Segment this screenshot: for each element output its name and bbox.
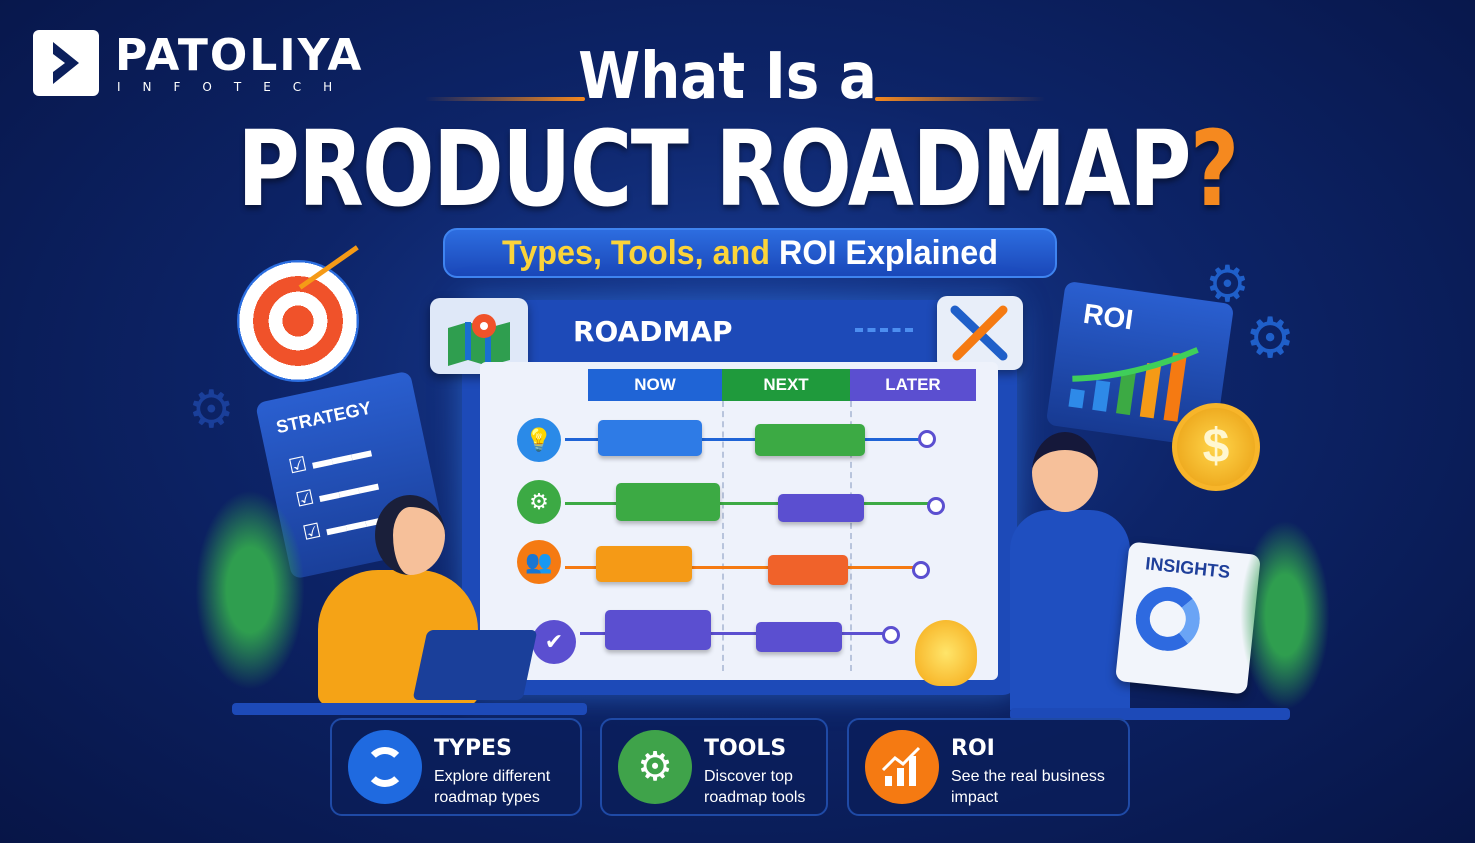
gear-icon: ⚙ [188, 381, 235, 439]
subtitle-highlight: Types, Tools, and [502, 234, 771, 272]
subtitle-text: Types, Tools, and ROI Explained [502, 230, 998, 276]
plant [195, 490, 305, 690]
users-icon: 👥 [517, 540, 561, 584]
card-roi[interactable]: ROI See the real business impact [847, 718, 1130, 816]
card-title: TOOLS [704, 736, 787, 761]
task-bar[interactable] [605, 610, 711, 650]
column-now: NOW [588, 369, 722, 401]
man-figure [1010, 510, 1130, 710]
gear-icon: ⚙ [618, 730, 692, 804]
timeline [565, 566, 915, 569]
milestone [882, 626, 900, 644]
milestone [927, 497, 945, 515]
column-next: NEXT [722, 369, 850, 401]
task-bar[interactable] [598, 420, 702, 456]
cycle-icon [348, 730, 422, 804]
card-types[interactable]: TYPES Explore different roadmap types [330, 718, 582, 816]
bar-chart-icon [1068, 347, 1199, 422]
task-bar[interactable] [778, 494, 864, 522]
question-mark: ? [1189, 108, 1239, 230]
card-desc: See the real business impact [951, 768, 1105, 806]
milestone [912, 561, 930, 579]
title-main: PRODUCT ROADMAP [237, 108, 1191, 230]
task-bar[interactable] [756, 622, 842, 652]
timeline [565, 502, 935, 505]
brand-sub: INFOTECH [117, 80, 355, 94]
lightbulb-icon [915, 620, 977, 686]
subtitle-rest: ROI Explained [779, 234, 998, 272]
timeline [580, 632, 890, 635]
column-later: LATER [850, 369, 976, 401]
roi-card: ROI [1045, 280, 1235, 449]
card-desc: Explore different roadmap types [434, 768, 551, 806]
timeline [565, 438, 925, 441]
task-bar[interactable] [768, 555, 848, 585]
subtitle-banner: Types, Tools, and ROI Explained [443, 228, 1057, 278]
target-icon [237, 260, 359, 382]
title-line1: What Is a [578, 40, 877, 114]
logo-mark [33, 30, 99, 96]
task-bar[interactable] [596, 546, 692, 582]
brand-name: PATOLIYA [115, 30, 364, 81]
woman-head [375, 495, 445, 575]
lightbulb-icon: 💡 [517, 418, 561, 462]
board-title: ROADMAP [573, 315, 733, 348]
plant [1240, 520, 1330, 710]
card-title: ROI [951, 736, 995, 761]
coin-icon: $ [1172, 403, 1260, 491]
gear-icon: ⚙ [1205, 256, 1250, 312]
task-bar[interactable] [755, 424, 865, 456]
title-line2: PRODUCT ROADMAP? [133, 108, 1343, 230]
map-pin-icon [430, 298, 528, 374]
decor-dashes [855, 328, 913, 332]
task-bar[interactable] [616, 483, 720, 521]
title-swoosh-left [425, 97, 585, 101]
column-divider [722, 401, 724, 671]
tools-wrench-icon [937, 296, 1023, 370]
shield-check-icon: ✔ [532, 620, 576, 664]
milestone [918, 430, 936, 448]
chart-growth-icon [865, 730, 939, 804]
desk [1010, 708, 1290, 720]
card-title: TYPES [434, 736, 512, 761]
card-desc: Discover top roadmap tools [704, 768, 806, 806]
donut-chart-icon [1132, 583, 1203, 655]
card-tools[interactable]: ⚙ TOOLS Discover top roadmap tools [600, 718, 828, 816]
man-head [1032, 432, 1098, 512]
gear-icon: ⚙ [1245, 306, 1296, 369]
gear-icon: ⚙ [517, 480, 561, 524]
laptop [412, 630, 538, 700]
column-divider [850, 401, 852, 671]
desk [232, 703, 587, 715]
